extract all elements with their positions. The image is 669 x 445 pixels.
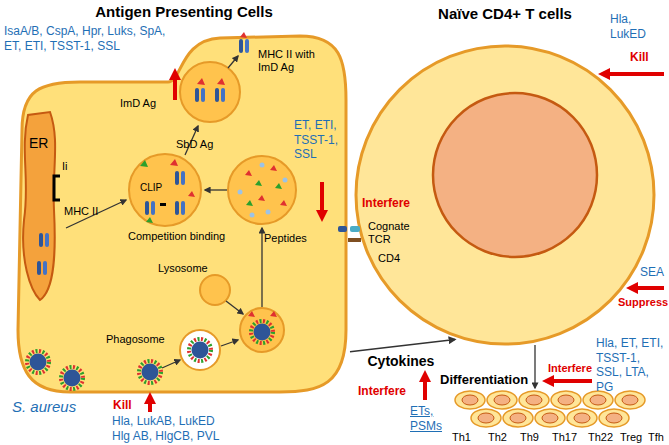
part-label: CLIP <box>140 182 170 194</box>
part-label: Cognate TCR <box>368 220 418 247</box>
toxin-label: IsaA/B, CspA, Hpr, Luks, SpA, ET, ETI, T… <box>4 24 166 53</box>
part-label: Differentiation <box>440 372 535 388</box>
part-label: MHC II with ImD Ag <box>258 48 338 75</box>
effect-label: Kill <box>630 50 666 65</box>
part-label: ImD Ag <box>120 97 170 110</box>
part-label: SbD Ag <box>176 138 226 151</box>
toxin-label: Hla, LukAB, LukED Hlg AB, HlgCB, PVL <box>112 414 234 443</box>
part-label: MHC II <box>64 205 109 218</box>
toxin-label: ET, ETI, TSST-1, SSL <box>294 118 342 162</box>
part-label: Competition binding <box>128 230 243 243</box>
toxin-label: ETs, PSMs <box>410 404 455 433</box>
part-label: Th2 <box>488 431 518 444</box>
part-label: Treg <box>620 431 650 444</box>
part-label: CD4 <box>378 252 408 265</box>
effect-label: Interfere <box>548 362 598 375</box>
effect-label: Suppress <box>618 296 668 309</box>
part-label: Th1 <box>452 431 482 444</box>
part-label: Th22 <box>588 431 618 444</box>
toxin-label: SEA <box>640 265 668 280</box>
cell-heading: Antigen Presenting Cells <box>0 3 390 20</box>
part-label: ER <box>29 135 53 152</box>
connector-arrow <box>350 339 455 351</box>
part-label: Lysosome <box>158 262 213 275</box>
part-label: Peptides <box>264 232 310 245</box>
toxin-label: Hla, ET, ETI, TSST-1, SSL, LTA, PG <box>596 336 668 395</box>
part-label: Th17 <box>552 431 584 444</box>
toxin-label: Hla, LukED <box>610 12 666 41</box>
edge-label: Cytokines <box>368 353 435 370</box>
part-label: Tfh <box>648 431 668 444</box>
effect-label: Interfere <box>358 384 418 399</box>
effect-label: Kill <box>113 398 143 413</box>
part-label: Phagosome <box>106 333 170 346</box>
effect-label: Interfere <box>362 196 422 211</box>
part-label: Th9 <box>520 431 550 444</box>
part-label: Ii <box>62 160 82 173</box>
toxin-label: S. aureus <box>12 398 92 416</box>
